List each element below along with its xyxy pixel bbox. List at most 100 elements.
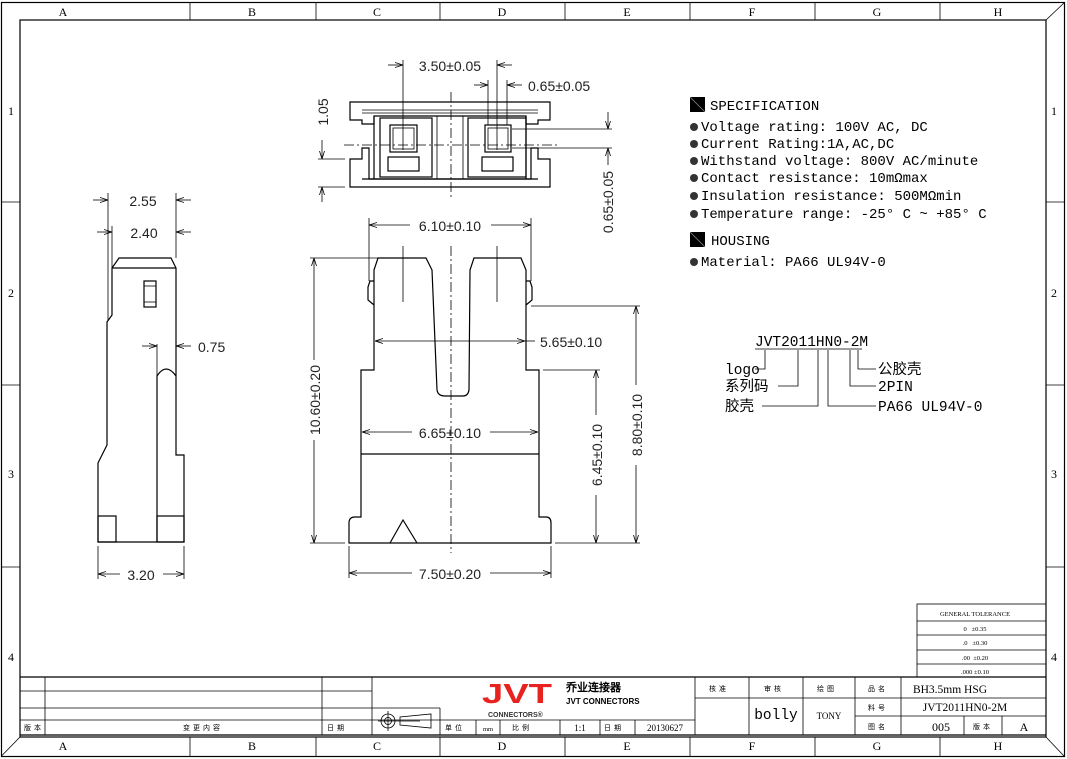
checked-label: 审核 bbox=[764, 684, 784, 693]
tolerance-row: .0 ±0.30 bbox=[963, 640, 988, 647]
part-code-label: 2PIN bbox=[878, 380, 913, 396]
row-label: 2 bbox=[1051, 286, 1057, 300]
spec-item: Current Rating:1A,AC,DC bbox=[701, 137, 894, 153]
svg-text:JVT: JVT bbox=[482, 678, 552, 709]
dimension-label: 0.65±0.05 bbox=[600, 171, 616, 233]
spec-item: Voltage rating: 100V AC, DC bbox=[701, 120, 928, 136]
column-label: A bbox=[59, 5, 68, 19]
part-code-label: logo bbox=[725, 363, 760, 379]
checked-by-value: bolly bbox=[754, 708, 798, 724]
column-label: E bbox=[623, 5, 630, 19]
specification-block: SPECIFICATION Voltage rating: 100V AC, D… bbox=[689, 96, 987, 271]
tolerance-row: 0 ±0.35 bbox=[963, 626, 986, 633]
part-code-label: PA66 UL94V-0 bbox=[878, 400, 982, 416]
top-view: 3.50±0.05 0.65±0.05 1.05 0.65±0.05 bbox=[315, 58, 616, 233]
dimension-label: 3.20 bbox=[127, 567, 154, 583]
dimension-label: 7.50±0.20 bbox=[419, 566, 481, 582]
date-label: 日期 bbox=[604, 724, 624, 732]
column-label: E bbox=[623, 739, 630, 753]
tolerance-row: .000 ±0.10 bbox=[961, 669, 989, 676]
tolerance-title: GENERAL TOLERANCE bbox=[940, 611, 1010, 618]
svg-text:CONNECTORS®: CONNECTORS® bbox=[488, 711, 544, 719]
column-label: A bbox=[59, 739, 68, 753]
product-name-label: 品名 bbox=[868, 684, 888, 693]
svg-text:JVT CONNECTORS: JVT CONNECTORS bbox=[566, 697, 640, 706]
row-label: 4 bbox=[1051, 650, 1057, 664]
column-label: F bbox=[749, 5, 756, 19]
column-label: C bbox=[373, 739, 381, 753]
part-code: JVT2011HN0-2M bbox=[755, 335, 868, 351]
row-label: 3 bbox=[1051, 467, 1057, 481]
row-label: 3 bbox=[8, 467, 14, 481]
dimension-label: 1.05 bbox=[315, 98, 331, 125]
change-content-label: 变更内容 bbox=[183, 723, 223, 732]
dimension-label: 2.40 bbox=[130, 225, 157, 241]
dimension-label: 2.55 bbox=[129, 193, 156, 209]
bullet-icon bbox=[690, 192, 698, 200]
row-label: 2 bbox=[8, 286, 14, 300]
column-label: H bbox=[994, 5, 1003, 19]
spec-item: Contact resistance: 10mΩmax bbox=[701, 171, 928, 187]
scale-value: 1:1 bbox=[574, 723, 586, 733]
drawn-by-value: TONY bbox=[817, 711, 842, 721]
version-value: A bbox=[1020, 720, 1029, 734]
dimension-label: 6.10±0.10 bbox=[419, 218, 481, 234]
unit-label: 单位 bbox=[445, 723, 465, 732]
bullet-icon bbox=[690, 123, 698, 131]
part-code-label: 公胶壳 bbox=[878, 361, 922, 378]
title-block: 版本 变更内容 日期 单位 mm 比例 1:1 日期 20130627 JVT … bbox=[20, 676, 1046, 736]
bullet-icon bbox=[690, 210, 698, 218]
column-label: F bbox=[749, 739, 756, 753]
part-code-label: 胶壳 bbox=[725, 398, 754, 415]
bullet-icon bbox=[690, 157, 698, 165]
row-label: 1 bbox=[8, 104, 14, 118]
side-view: 2.55 2.40 0.75 3.20 bbox=[93, 193, 225, 583]
dimension-label: 0.65±0.05 bbox=[528, 78, 590, 94]
scale-label: 比例 bbox=[512, 723, 532, 732]
column-label: D bbox=[498, 739, 507, 753]
projection-symbol-icon bbox=[378, 711, 432, 731]
approved-label: 核准 bbox=[709, 684, 729, 693]
dimension-label: 3.50±0.05 bbox=[419, 58, 481, 74]
column-label: B bbox=[248, 739, 256, 753]
housing-title: HOUSING bbox=[711, 234, 770, 250]
drawn-label: 绘图 bbox=[817, 684, 837, 693]
spec-title: SPECIFICATION bbox=[710, 99, 819, 115]
bullet-icon bbox=[690, 174, 698, 182]
product-name-value: BH3.5mm HSG bbox=[913, 684, 987, 696]
dimension-label: 10.60±0.20 bbox=[307, 365, 323, 435]
general-tolerance-table: GENERAL TOLERANCE 0 ±0.35 .0 ±0.30 .00 ±… bbox=[916, 603, 1047, 678]
bullet-icon bbox=[690, 140, 698, 148]
revision-label: 版本 bbox=[24, 723, 44, 732]
drawing-no-value: 005 bbox=[932, 720, 950, 734]
spec-item: Withstand voltage: 800V AC/minute bbox=[701, 154, 978, 170]
unit-value: mm bbox=[483, 726, 493, 733]
part-code-label: 系列码 bbox=[725, 378, 769, 395]
drawing-no-label: 图名 bbox=[868, 722, 888, 731]
version-label: 版本 bbox=[973, 722, 993, 731]
column-label: G bbox=[873, 5, 882, 19]
column-label: C bbox=[373, 5, 381, 19]
part-no-label: 料号 bbox=[868, 703, 888, 712]
front-view: 6.10±0.10 5.65±0.10 6.65±0.10 7.50±0.20 … bbox=[307, 218, 645, 582]
jvt-logo: JVT CONNECTORS® 乔业连接器 JVT CONNECTORS bbox=[482, 678, 640, 719]
bullet-icon bbox=[690, 258, 698, 266]
dimension-label: 6.65±0.10 bbox=[419, 425, 481, 441]
date-value: 20130627 bbox=[647, 723, 684, 733]
column-label: B bbox=[248, 5, 256, 19]
column-label: D bbox=[498, 5, 507, 19]
row-label: 1 bbox=[1051, 104, 1057, 118]
dimension-label: 5.65±0.10 bbox=[540, 334, 602, 350]
column-label: G bbox=[873, 739, 882, 753]
tolerance-row: .00 ±0.20 bbox=[962, 655, 988, 662]
date-label: 日期 bbox=[327, 724, 347, 732]
column-label: H bbox=[994, 739, 1003, 753]
spec-item: Temperature range: -25° C ~ +85° C bbox=[701, 207, 987, 223]
dimension-label: 0.75 bbox=[198, 339, 225, 355]
svg-text:乔业连接器: 乔业连接器 bbox=[565, 680, 622, 694]
part-code-breakdown: JVT2011HN0-2M logo 系列码 胶壳 公胶壳 2PIN PA66 … bbox=[725, 335, 982, 416]
dimension-label: 6.45±0.10 bbox=[589, 424, 605, 486]
dimension-label: 8.80±0.10 bbox=[629, 394, 645, 456]
